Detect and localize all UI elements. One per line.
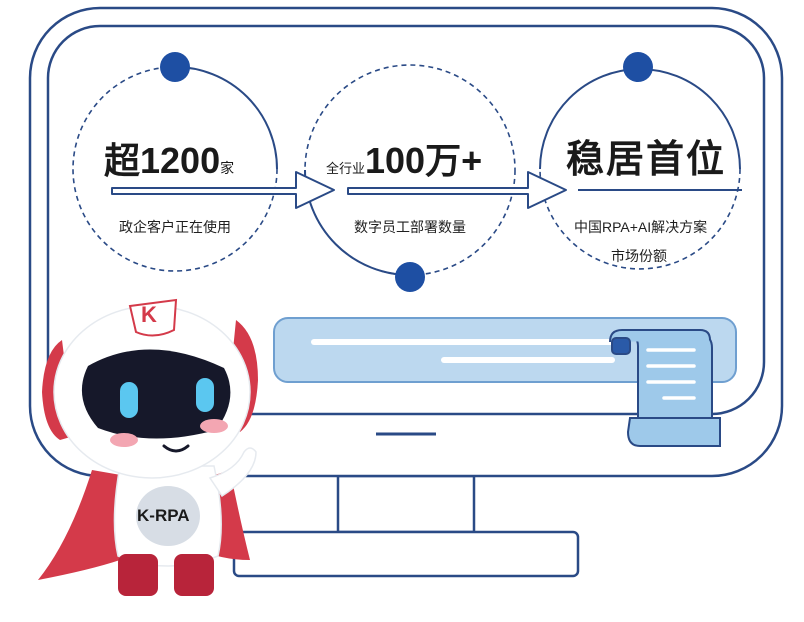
stat-1-unit: 家 [220, 160, 235, 176]
stat-circle-3 [539, 52, 741, 270]
flow-arrow-2 [347, 171, 567, 209]
monitor-stand [232, 474, 580, 578]
stat-2-value-group: 全行业100万+ [326, 132, 482, 184]
mascot-robot [38, 298, 258, 596]
mascot-badge-letter: K [141, 302, 157, 327]
scroll-document-icon [609, 329, 721, 447]
stat-3-value: 稳居首位 [566, 139, 727, 181]
flow-arrow-1 [111, 171, 335, 209]
stat-1-caption: 政企客户正在使用 [119, 219, 231, 235]
mascot-chest-text: K-RPA [137, 506, 190, 525]
mascot-eye-right [196, 378, 214, 412]
stat-circle-1 [72, 52, 278, 272]
stat-2-value: 100万+ [365, 140, 483, 181]
stat-2-caption: 数字员工部署数量 [354, 219, 466, 235]
stat-2-prefix: 全行业 [326, 161, 366, 176]
stat-3-caption-line-1: 中国RPA+AI解决方案 [574, 219, 708, 235]
stat-1-value-group: 超1200家 [104, 132, 234, 184]
mascot-badge [128, 298, 178, 337]
mascot-eye-left [120, 382, 138, 418]
stat-1-value: 超1200 [104, 140, 221, 181]
stat-3-caption-line-2: 市场份额 [611, 248, 667, 264]
